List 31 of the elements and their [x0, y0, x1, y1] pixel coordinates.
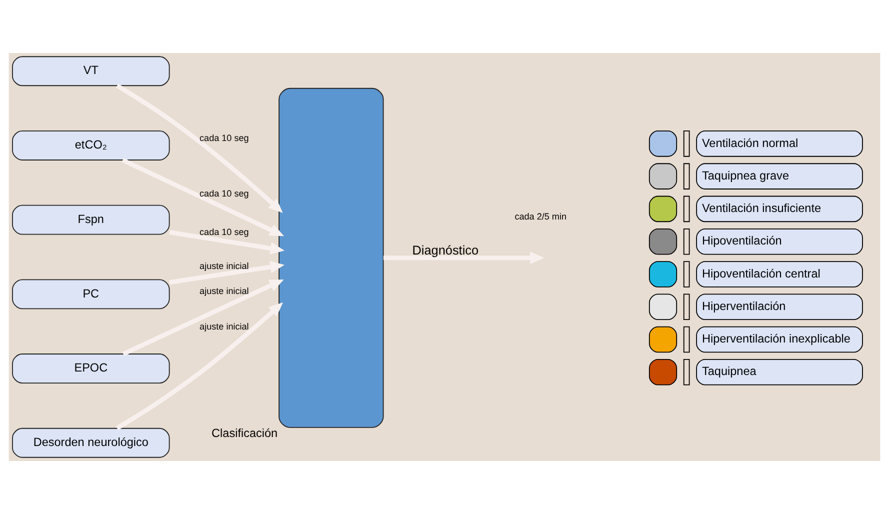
arrow	[122, 278, 284, 356]
legend-label: Hiperventilación	[702, 299, 786, 312]
node-box: Desorden neurológico	[12, 427, 170, 458]
arrow	[169, 230, 284, 254]
edge-label: cada 10 seg	[200, 188, 249, 198]
legend-label: Hiperventilación inexplicable	[702, 332, 850, 346]
node-box: Fspn	[12, 204, 170, 234]
legend-label: Taquipnea	[702, 364, 756, 378]
legend-label: Ventilación insuficiente	[702, 202, 822, 215]
arrow	[383, 251, 544, 264]
edge-label: cada 10 seg	[200, 132, 249, 142]
node-box: EPOC	[12, 353, 170, 383]
edge-label: ajuste inicial	[200, 321, 249, 332]
legend-label: Hipoventilación central	[702, 266, 820, 280]
node-box	[278, 87, 384, 428]
arrow	[122, 158, 284, 236]
legend-label: Ventilación normal	[702, 136, 798, 150]
node-box: etCO₂	[12, 130, 170, 160]
node-box: VT	[12, 56, 170, 86]
edge-label: cada 10 seg	[200, 226, 249, 237]
legend-label: Hipoventilación	[702, 234, 782, 248]
label: cada 2/5 min	[514, 210, 567, 221]
node-label: Clasificación	[212, 426, 278, 440]
arrow	[116, 302, 284, 430]
edge-label: ajuste inicial	[200, 286, 249, 296]
edge-label: ajuste inicial	[200, 260, 249, 270]
arrow	[116, 83, 283, 212]
arrow	[169, 260, 285, 284]
edge-label: Diagnóstico	[412, 242, 479, 257]
node-box: PC	[12, 278, 170, 309]
legend-label: Taquipnea grave	[702, 168, 789, 182]
